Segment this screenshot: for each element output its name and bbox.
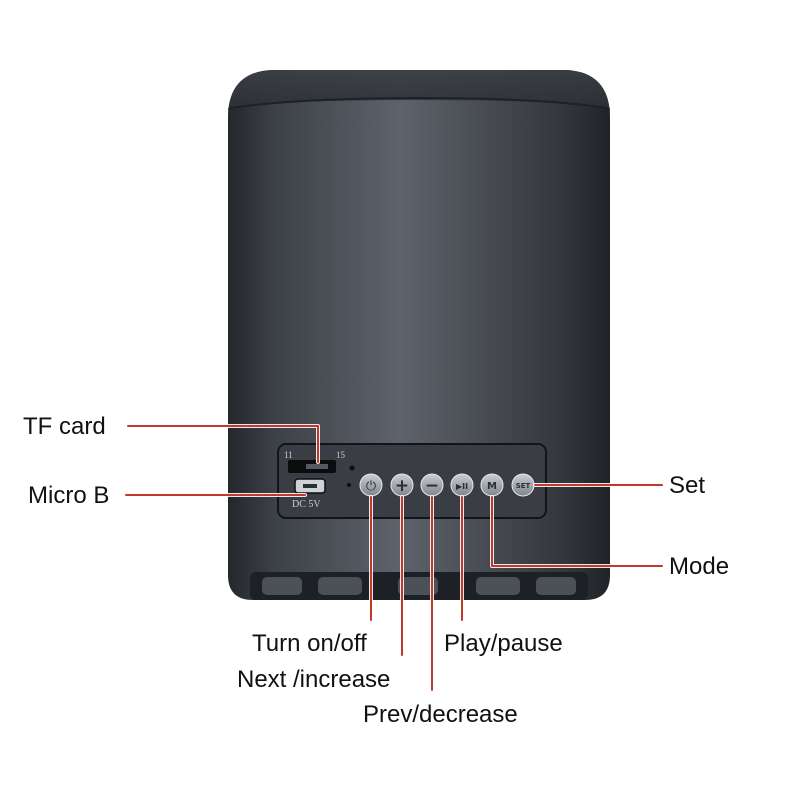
leader-mode [491, 496, 663, 567]
set-icon: SET [516, 482, 531, 490]
mic-hole [347, 483, 351, 487]
bottom-vents [250, 572, 588, 600]
port-mark-left: 11 [284, 450, 293, 460]
port-voltage-label: DC 5V [292, 499, 321, 510]
power-icon: ⏻ [366, 479, 376, 494]
next-increase-label: Next /increase [237, 666, 391, 693]
tf-card-slot[interactable] [288, 460, 336, 473]
set-button[interactable]: SET [511, 473, 535, 497]
prev-decrease-button[interactable]: − [420, 473, 444, 497]
indicator-led [349, 465, 355, 471]
port-mark-right: 15 [336, 450, 346, 460]
mode-button[interactable]: M [480, 473, 504, 497]
minus-icon: − [425, 476, 439, 496]
play-pause-label: Play/pause [444, 630, 563, 657]
leader-lines [124, 424, 664, 692]
mode-icon: M [487, 481, 497, 492]
set-label: Set [669, 472, 706, 499]
micro-usb-port[interactable] [294, 478, 326, 494]
micro-b-label: Micro B [28, 482, 110, 509]
prev-decrease-label: Prev/decrease [363, 701, 518, 728]
speaker-body [228, 70, 610, 600]
leader-tf-card [127, 425, 319, 463]
next-increase-button[interactable]: + [390, 473, 414, 497]
power-button[interactable]: ⏻ [359, 473, 383, 497]
play-pause-button[interactable]: ▶II [450, 473, 474, 497]
tf-card-label: TF card [23, 413, 106, 440]
mode-label: Mode [669, 553, 730, 580]
turn-on-off-label: Turn on/off [252, 630, 367, 657]
plus-icon: + [395, 476, 409, 496]
play-pause-icon: ▶II [456, 482, 468, 491]
